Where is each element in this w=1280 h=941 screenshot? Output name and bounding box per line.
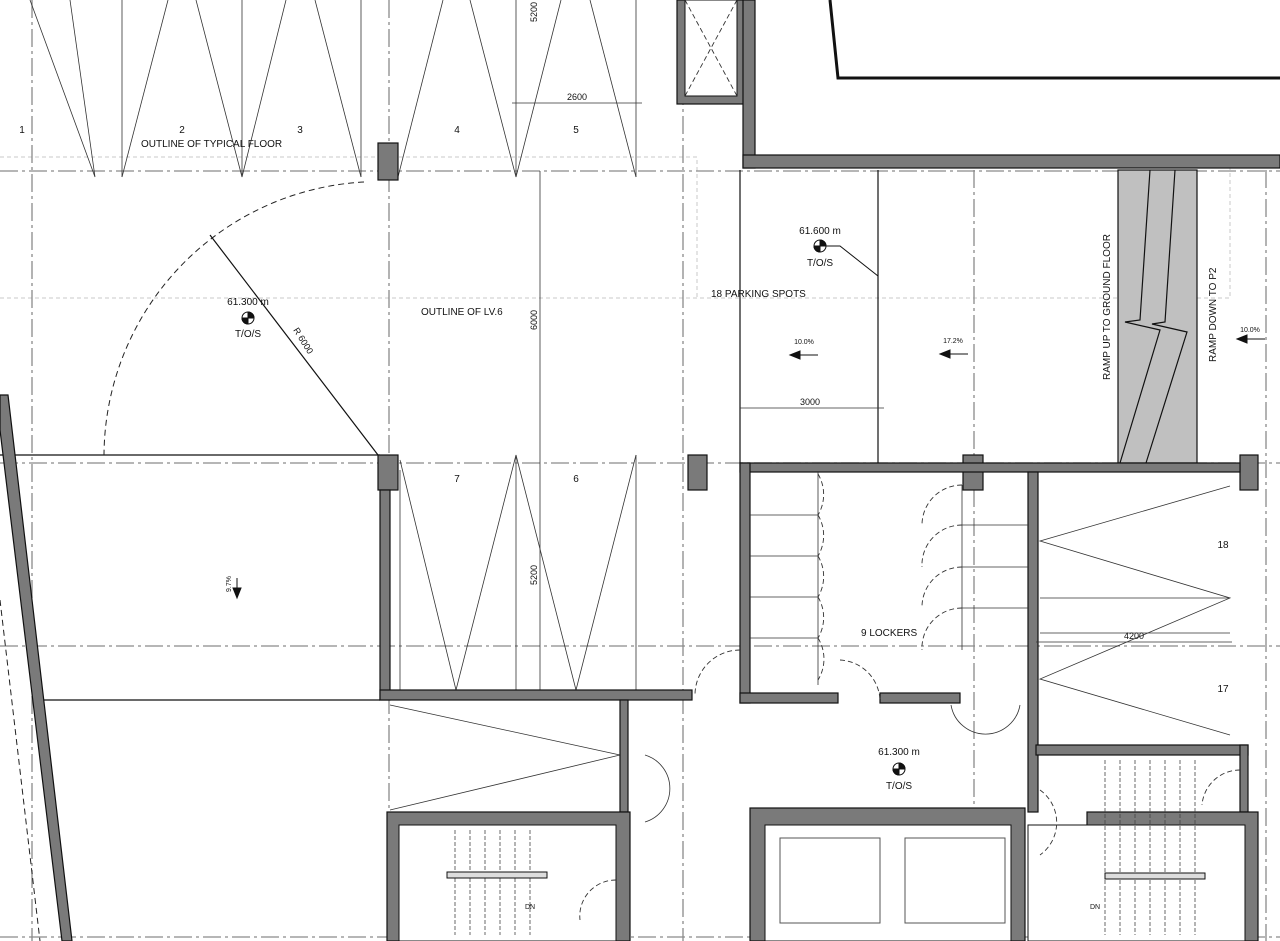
elevation-tag: T/O/S — [807, 258, 833, 269]
labels: OUTLINE OF TYPICAL FLOOR OUTLINE OF LV.6… — [141, 139, 1219, 911]
spot-5: 5 — [573, 125, 579, 136]
spot-numbers: 1 2 3 4 5 7 6 18 17 — [19, 125, 1229, 695]
dimension-bottom-depth: 5200 — [529, 565, 539, 585]
dimension-lines — [103, 102, 1232, 643]
ramp-down-label: RAMP DOWN TO P2 — [1208, 267, 1219, 362]
stairs — [454, 760, 1196, 935]
dn-right-label: DN — [1090, 904, 1100, 911]
dimension-top-depth: 5200 — [529, 2, 539, 22]
parking-stalls — [0, 0, 1232, 811]
spot-18: 18 — [1217, 540, 1229, 551]
spot-3: 3 — [297, 125, 303, 136]
spot-2: 2 — [179, 125, 185, 136]
dimension-right-depth: 4200 — [1124, 631, 1144, 641]
lockers-label: 9 LOCKERS — [861, 628, 917, 639]
slope-d: 9.7% — [226, 576, 233, 592]
dimension-aisle: 6000 — [529, 310, 539, 330]
elevation-tag: T/O/S — [886, 781, 912, 792]
dimension-top-width: 2600 — [567, 92, 587, 102]
ramp-up-label: RAMP UP TO GROUND FLOOR — [1102, 234, 1113, 380]
floor-outlines — [0, 156, 1231, 299]
spot-4: 4 — [454, 125, 460, 136]
parking-spots-label: 18 PARKING SPOTS — [711, 289, 806, 300]
slope-c: 10.0% — [1240, 327, 1260, 334]
elevation-tag: T/O/S — [235, 329, 261, 340]
ramp — [1117, 169, 1198, 464]
elevation-value: 61.300 m — [227, 297, 269, 308]
slope-arrows — [232, 334, 1265, 600]
elevation-labels: 61.300 m T/O/S 61.600 m T/O/S 61.300 m T… — [227, 226, 920, 792]
spot-6: 6 — [573, 474, 579, 485]
elevation-markers — [241, 239, 906, 776]
spot-17: 17 — [1217, 684, 1229, 695]
spot-1: 1 — [19, 125, 25, 136]
slope-a: 10.0% — [794, 339, 814, 346]
elevation-value: 61.300 m — [878, 747, 920, 758]
dn-left-label: DN — [525, 904, 535, 911]
spot-7: 7 — [454, 474, 460, 485]
slope-b: 17.2% — [943, 338, 963, 345]
dimension-radius: R 6000 — [291, 326, 315, 356]
dimension-bay-width: 3000 — [800, 397, 820, 407]
elevation-value: 61.600 m — [799, 226, 841, 237]
outline-typical-floor-label: OUTLINE OF TYPICAL FLOOR — [141, 139, 282, 150]
lockers — [579, 472, 1241, 921]
slope-labels: 10.0% 17.2% 10.0% 9.7% — [226, 327, 1260, 592]
outline-lv6-label: OUTLINE OF LV.6 — [421, 307, 503, 318]
